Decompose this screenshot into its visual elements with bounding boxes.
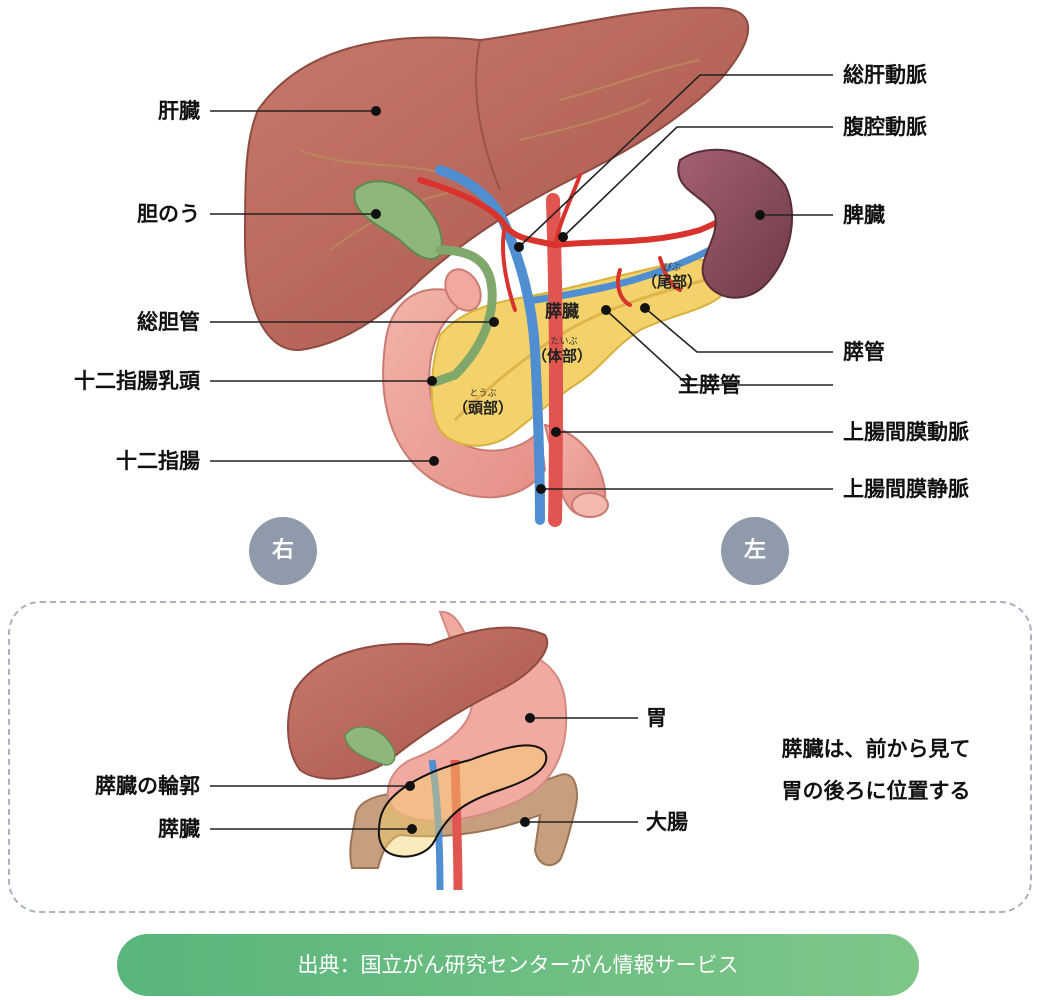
label-duodenum: 十二指腸 xyxy=(60,448,200,474)
label-common-hepatic-artery: 総肝動脈 xyxy=(843,62,927,88)
inset-label-large-intestine: 大腸 xyxy=(646,809,688,835)
label-superior-mesenteric-vein: 上腸間膜静脈 xyxy=(843,476,969,502)
label-gallbladder: 胆のう xyxy=(100,201,200,227)
label-main-pancreatic-duct: 主膵管 xyxy=(678,372,741,398)
inset-label-pancreas-outline: 膵臓の輪郭 xyxy=(40,773,200,799)
inset-note-line1: 膵臓は、前から見て xyxy=(745,728,1007,770)
label-liver: 肝臓 xyxy=(100,98,200,124)
label-pancreas-body: （体部） xyxy=(528,346,596,366)
left-side-marker: 左 xyxy=(721,517,789,585)
inset-label-pancreas: 膵臓 xyxy=(80,816,200,842)
inset-label-stomach: 胃 xyxy=(646,705,667,731)
label-superior-mesenteric-artery: 上腸間膜動脈 xyxy=(843,419,969,445)
source-banner: 出典：国立がん研究センターがん情報サービス xyxy=(117,934,919,996)
label-spleen: 脾臓 xyxy=(843,202,885,228)
label-duodenal-papilla: 十二指腸乳頭 xyxy=(20,368,200,394)
label-celiac-artery: 腹腔動脈 xyxy=(843,114,927,140)
label-pancreas-head: （頭部） xyxy=(446,398,520,418)
inset-note-line2: 胃の後ろに位置する xyxy=(745,770,1007,812)
inset-note: 膵臓は、前から見て 胃の後ろに位置する xyxy=(745,728,1007,812)
label-pancreatic-duct: 膵管 xyxy=(843,339,885,365)
label-pancreas: 膵臓 xyxy=(532,302,592,322)
label-pancreas-tail: （尾部） xyxy=(638,272,706,292)
label-common-bile-duct: 総胆管 xyxy=(100,309,200,335)
right-side-marker: 右 xyxy=(249,517,317,585)
